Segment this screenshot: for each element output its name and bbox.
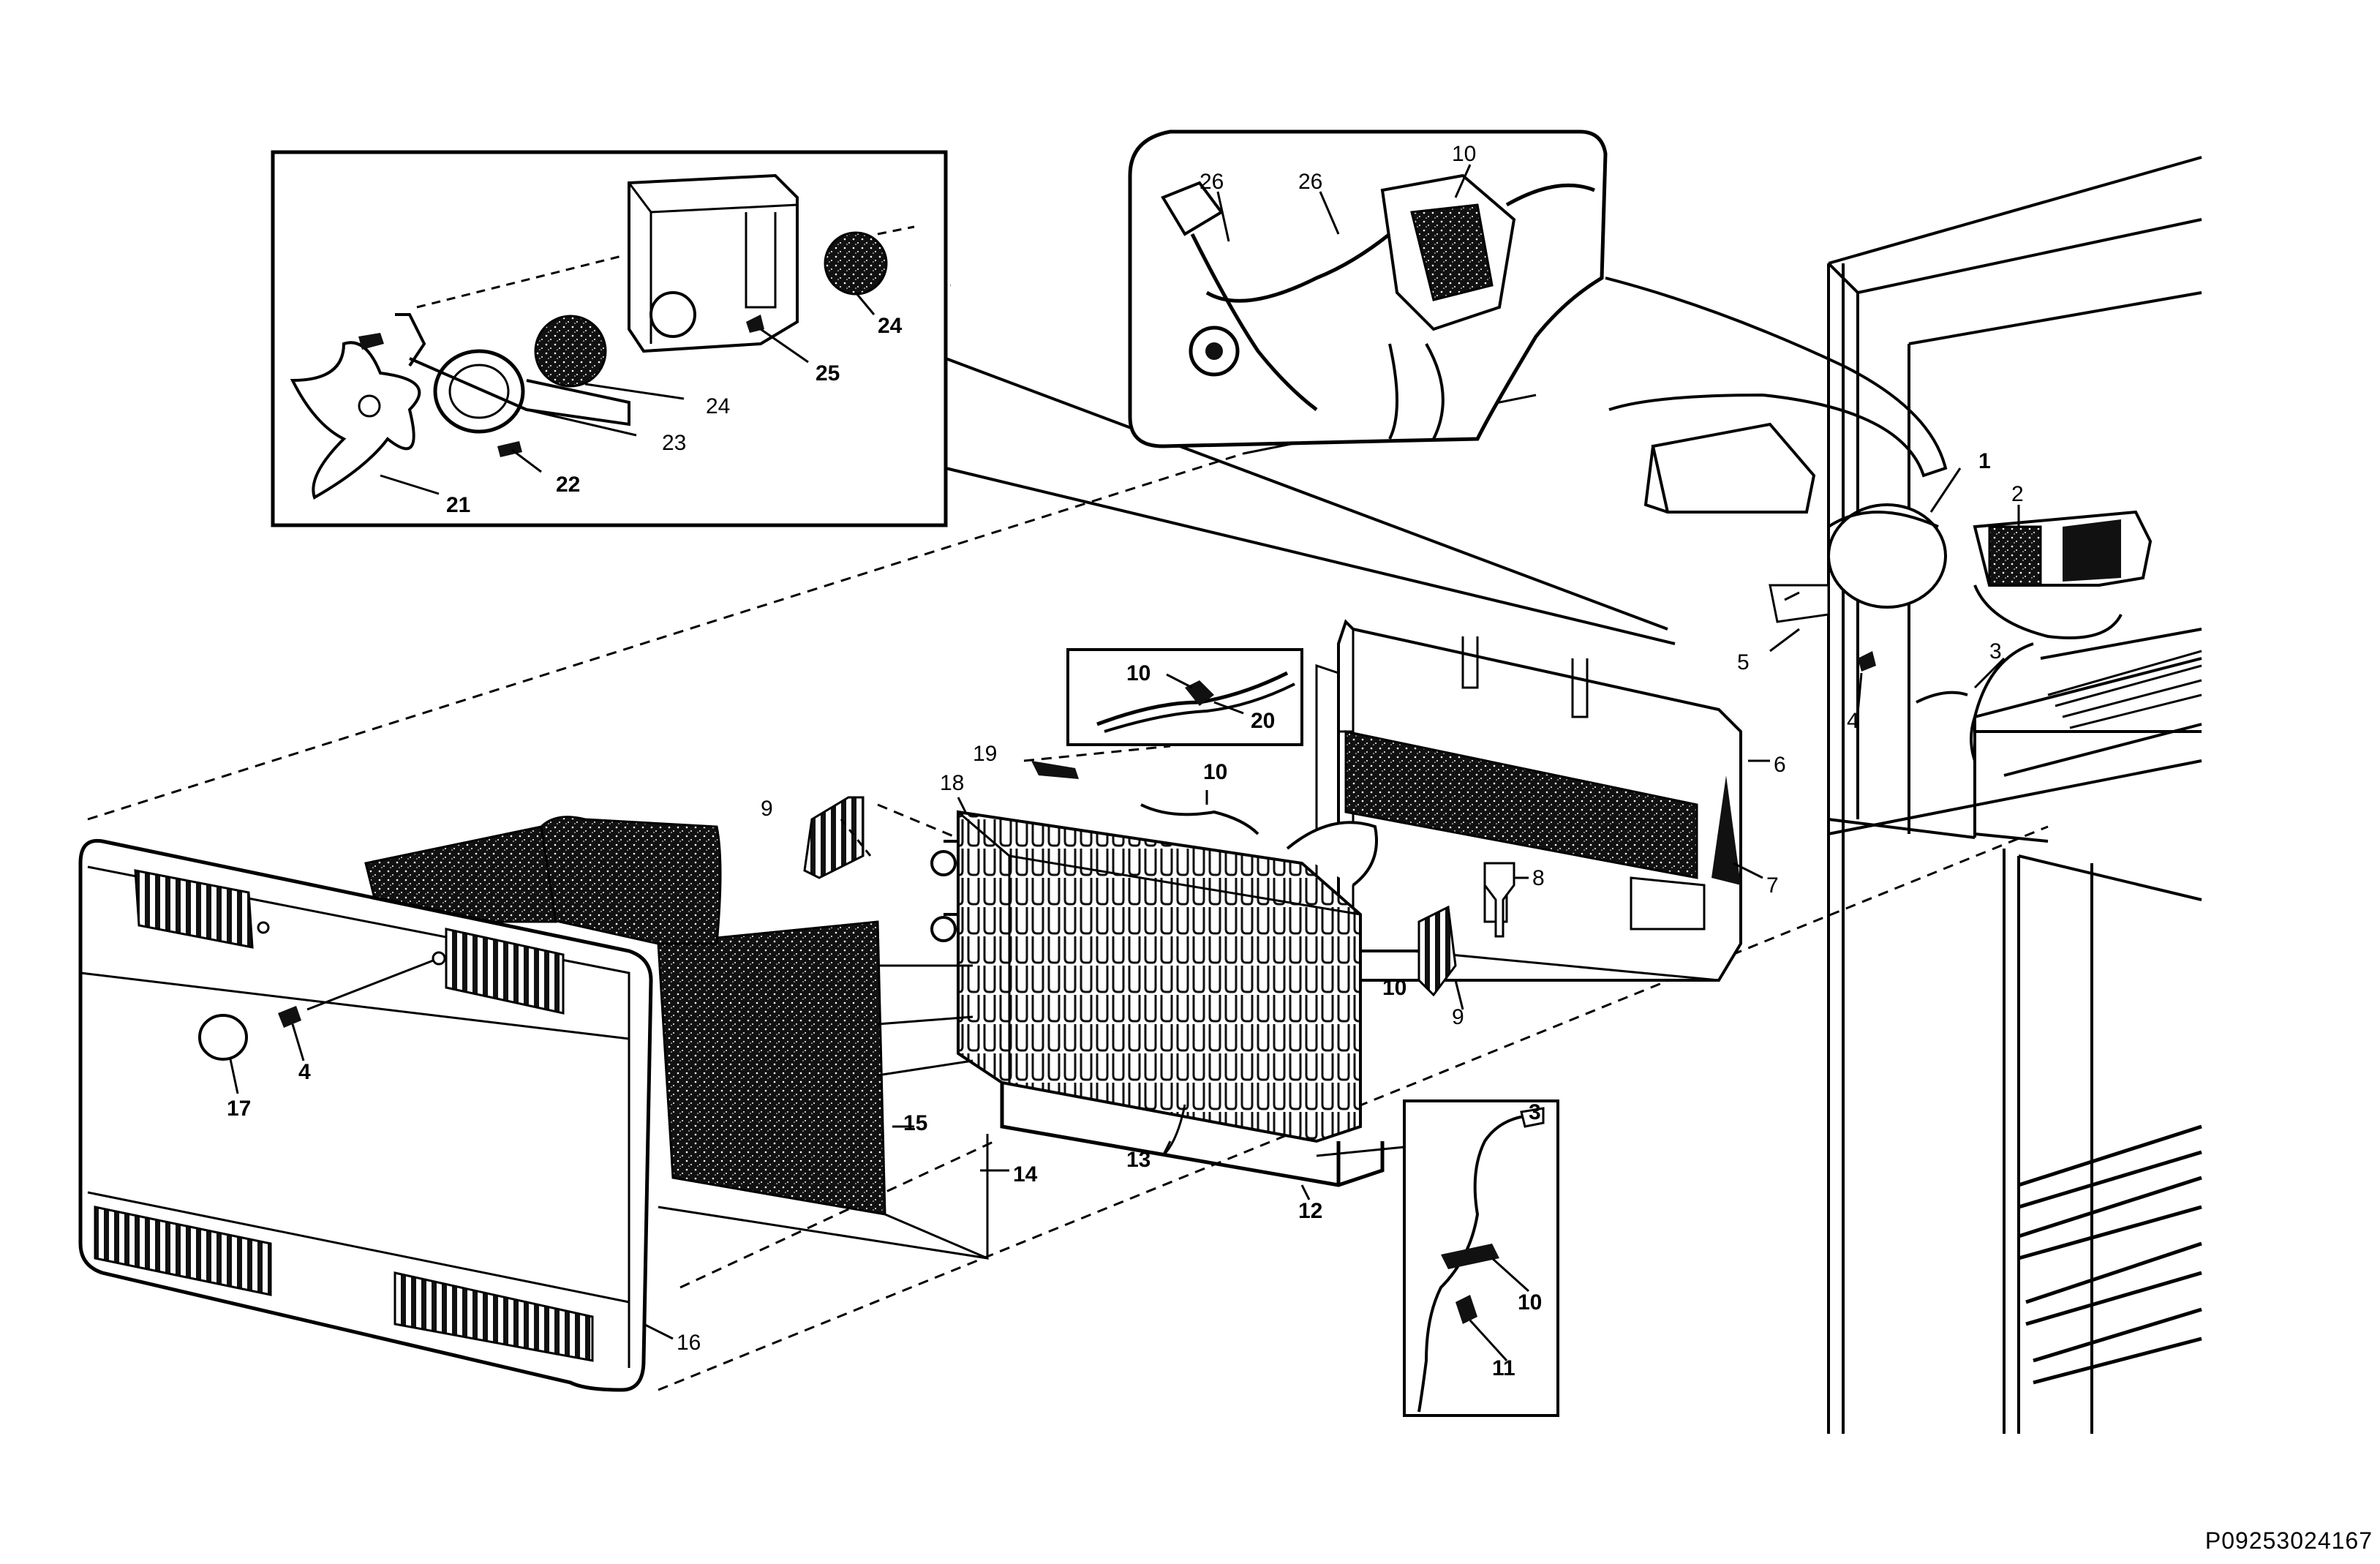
callout-9-right: 9 — [1452, 1005, 1464, 1029]
callout-3-sensor-inset: 3 — [1529, 1100, 1541, 1124]
cabinet-shelf-lines — [2047, 650, 2202, 729]
callout-23: 23 — [662, 431, 686, 455]
inset-connector — [944, 357, 1676, 645]
guide-lines — [87, 284, 2049, 1391]
callout-10-bracket: 10 — [1382, 976, 1406, 1000]
callout-6: 6 — [1774, 753, 1786, 777]
callout-10-sensor-inset: 10 — [1518, 1290, 1542, 1315]
callout-13: 13 — [1126, 1148, 1151, 1172]
callout-26-right: 26 — [1298, 170, 1322, 194]
evaporator-bracket-left — [803, 796, 865, 879]
callout-2: 2 — [2011, 482, 2024, 506]
evaporator-wire — [1140, 803, 1259, 835]
heater-inset — [1066, 648, 1303, 746]
callout-10-heater-inset: 10 — [1126, 661, 1151, 685]
cabinet-drawer-vents — [2018, 1124, 2202, 1385]
evaporator — [930, 797, 1419, 1200]
fan-motor-inset — [271, 150, 948, 527]
sensor-inset — [1403, 1099, 1559, 1417]
condenser-coil — [364, 816, 1009, 1260]
callout-15: 15 — [903, 1111, 927, 1135]
callout-25: 25 — [816, 361, 840, 386]
callout-17: 17 — [227, 1097, 251, 1121]
callout-1: 1 — [1978, 449, 1991, 473]
callout-14: 14 — [1013, 1162, 1038, 1187]
cabinet — [1827, 156, 2202, 1434]
rear-cover-panel — [1315, 619, 1770, 982]
damper-assembly — [1643, 422, 2153, 762]
callout-labels: 1 2 3 4 5 6 7 8 9 9 10 10 10 10 10 11 12… — [227, 142, 2024, 1380]
callout-10-wiring-inset: 10 — [1452, 142, 1476, 166]
part-19 — [1031, 761, 1079, 779]
wiring-inset — [1128, 129, 1608, 448]
callout-4-front: 4 — [298, 1060, 311, 1084]
evaporator-bracket-right — [1417, 905, 1457, 997]
callout-22: 22 — [556, 473, 580, 497]
callout-26-left: 26 — [1200, 170, 1224, 194]
callout-9-left: 9 — [761, 797, 773, 821]
callout-16: 16 — [677, 1331, 701, 1355]
callout-20: 20 — [1251, 709, 1275, 733]
callout-7: 7 — [1766, 873, 1779, 898]
callout-3: 3 — [1989, 639, 2002, 663]
callout-10-evaporator: 10 — [1203, 760, 1227, 784]
callout-5: 5 — [1737, 650, 1750, 674]
callout-19: 19 — [973, 742, 997, 766]
callout-18: 18 — [940, 771, 964, 795]
front-kickplate — [78, 838, 674, 1392]
callout-11: 11 — [1492, 1356, 1515, 1380]
callout-12: 12 — [1298, 1199, 1322, 1223]
part-8 — [1483, 862, 1515, 938]
callout-24-right: 24 — [878, 314, 903, 338]
callout-4: 4 — [1847, 709, 1859, 733]
callout-8: 8 — [1532, 866, 1545, 890]
document-code: P09253024167 — [2204, 1527, 2373, 1554]
callout-21: 21 — [446, 493, 470, 517]
callout-24-center: 24 — [706, 394, 730, 418]
wiring-inset-pointer — [1605, 277, 1948, 478]
